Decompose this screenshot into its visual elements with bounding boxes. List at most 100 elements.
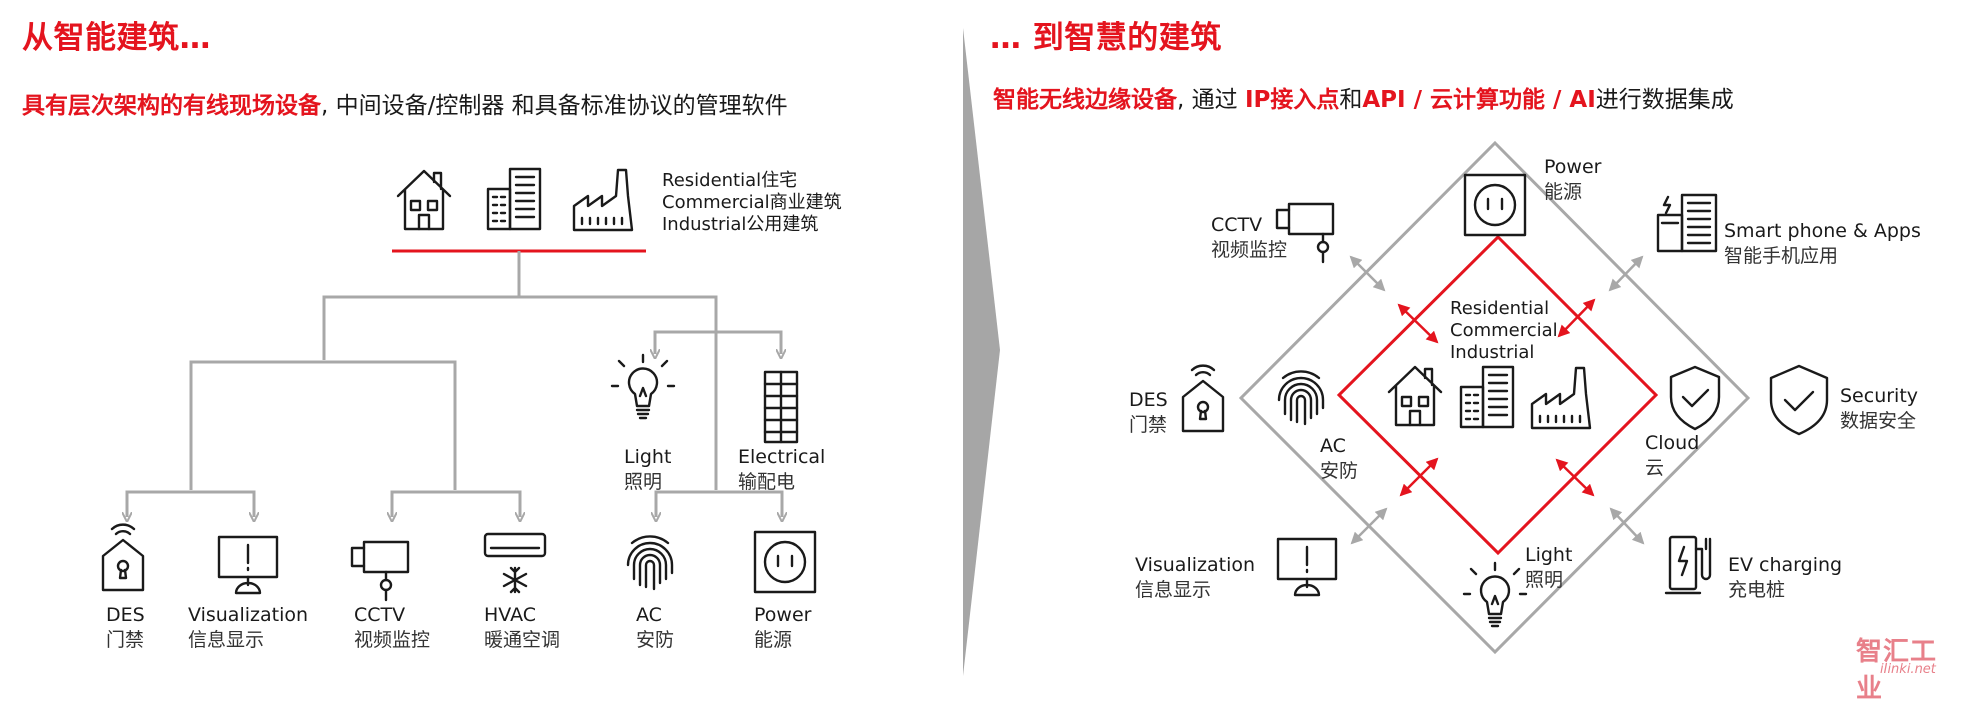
building-industrial: Industrial公用建筑	[662, 214, 819, 235]
r-node-cctv-zh: 视频监控	[1211, 239, 1288, 261]
node-ac-zh: 安防	[636, 629, 675, 651]
r-node-smartphone-zh: 智能手机应用	[1724, 245, 1839, 267]
node-hvac-zh: 暖通空调	[484, 629, 561, 651]
r-node-security: Security 数据安全	[1840, 384, 1918, 434]
r-node-visualization-en: Visualization	[1135, 554, 1256, 576]
center-residential: Residential	[1450, 298, 1550, 319]
node-electrical: Electrical 输配电	[738, 445, 825, 495]
r-node-power-en: Power	[1544, 156, 1602, 178]
access-control-icon-right	[1181, 364, 1225, 433]
right-subtitle-text-2: 和	[1339, 87, 1363, 113]
node-hvac: HVAC 暖通空调	[484, 603, 560, 653]
r-node-des-en: DES	[1129, 389, 1168, 411]
buildings-list: Residential住宅 Commercial商业建筑 Industrial公…	[662, 170, 842, 236]
r-node-cloud-zh: 云	[1645, 457, 1665, 479]
right-subtitle-highlight-1: 智能无线边缘设备	[993, 87, 1177, 113]
left-tree-arrows	[127, 342, 782, 517]
office-building-icon	[486, 167, 542, 231]
r-node-smartphone-en: Smart phone & Apps	[1724, 220, 1921, 242]
center-commercial: Commercial	[1450, 320, 1558, 341]
right-subtitle-highlight-3: API / 云计算功能 / AI	[1362, 87, 1596, 113]
r-node-cctv-en: CCTV	[1211, 214, 1263, 236]
node-power-en: Power	[754, 604, 812, 626]
node-des-zh: 门禁	[106, 629, 145, 651]
factory-icon	[572, 168, 634, 232]
r-node-smartphone: Smart phone & Apps 智能手机应用	[1724, 219, 1921, 269]
r-node-ev: EV charging 充电桩	[1728, 553, 1842, 603]
factory-icon-center	[1530, 366, 1592, 430]
right-subtitle-rest: 进行数据集成	[1595, 87, 1734, 113]
fingerprint-icon-right	[1277, 370, 1325, 426]
r-node-light: Light 照明	[1525, 543, 1572, 593]
r-node-ev-zh: 充电桩	[1728, 579, 1786, 601]
left-subtitle-highlight: 具有层次架构的有线现场设备	[22, 93, 321, 119]
inner-diamond	[1336, 234, 1659, 556]
r-node-light-en: Light	[1525, 544, 1573, 566]
node-des: DES 门禁	[106, 603, 145, 653]
node-des-en: DES	[106, 604, 145, 626]
r-node-cloud-en: Cloud	[1645, 432, 1700, 454]
r-node-des: DES 门禁	[1129, 388, 1168, 438]
watermark-logo: 智汇工业	[1856, 637, 1938, 704]
node-light-en: Light	[624, 446, 672, 468]
access-control-icon	[101, 523, 145, 592]
security-shield-icon	[1769, 364, 1829, 436]
r-node-ev-en: EV charging	[1728, 554, 1843, 576]
right-subtitle: 智能无线边缘设备, 通过 IP接入点和API / 云计算功能 / AI进行数据集…	[993, 80, 1734, 114]
r-node-security-en: Security	[1840, 385, 1919, 407]
node-ac-en: AC	[636, 604, 662, 626]
house-icon	[396, 169, 452, 231]
cctv-camera-icon	[350, 540, 410, 602]
right-subtitle-text-1: , 通过	[1177, 87, 1245, 113]
node-electrical-zh: 输配电	[738, 471, 796, 493]
r-node-power-zh: 能源	[1544, 181, 1583, 203]
r-node-cloud: Cloud 云	[1645, 431, 1699, 481]
light-bulb-icon	[610, 353, 676, 420]
hvac-unit-icon	[483, 532, 547, 594]
light-bulb-icon-right	[1462, 561, 1528, 628]
house-icon-center	[1387, 365, 1443, 427]
cctv-camera-icon-right	[1275, 202, 1335, 264]
node-power-zh: 能源	[754, 629, 793, 651]
right-subtitle-highlight-2: IP接入点	[1244, 87, 1340, 113]
node-cctv-en: CCTV	[354, 604, 406, 626]
node-hvac-en: HVAC	[484, 604, 536, 626]
r-node-security-zh: 数据安全	[1840, 410, 1917, 432]
node-light: Light 照明	[624, 445, 671, 495]
smartphone-building-icon	[1656, 193, 1718, 253]
r-node-ac-zh: 安防	[1320, 460, 1359, 482]
power-outlet-icon-right	[1463, 173, 1527, 237]
r-node-power: Power 能源	[1544, 155, 1601, 205]
r-node-cctv: CCTV 视频监控	[1211, 213, 1287, 263]
node-cctv: CCTV 视频监控	[354, 603, 430, 653]
node-power: Power 能源	[754, 603, 811, 653]
building-residential: Residential住宅	[662, 170, 798, 191]
node-visualization-zh: 信息显示	[188, 629, 265, 651]
diagram-canvas	[101, 28, 1829, 676]
power-outlet-icon	[753, 530, 817, 594]
display-screen-icon	[217, 535, 279, 595]
node-electrical-en: Electrical	[738, 446, 826, 468]
node-light-zh: 照明	[624, 471, 663, 493]
left-tree-lines	[125, 251, 784, 513]
electrical-cabinet-icon	[763, 370, 799, 444]
r-node-ac-en: AC	[1320, 435, 1346, 457]
r-node-ac: AC 安防	[1320, 434, 1358, 484]
r-node-visualization-zh: 信息显示	[1135, 579, 1212, 601]
display-screen-icon-right	[1276, 537, 1338, 597]
center-industrial: Industrial	[1450, 342, 1535, 363]
outer-diamond	[1238, 140, 1751, 655]
red-arrows	[1397, 298, 1596, 497]
left-subtitle-rest: , 中间设备/控制器 和具备标准协议的管理软件	[321, 93, 788, 119]
node-visualization-en: Visualization	[188, 604, 309, 626]
center-buildings-list: Residential Commercial Industrial	[1450, 298, 1558, 364]
r-node-visualization: Visualization 信息显示	[1135, 553, 1255, 603]
building-commercial: Commercial商业建筑	[662, 192, 842, 213]
divider-chevron	[963, 28, 1000, 676]
ev-charger-icon	[1664, 535, 1712, 595]
gray-arrows	[1349, 255, 1645, 545]
cloud-shield-icon	[1669, 365, 1721, 431]
r-node-des-zh: 门禁	[1129, 414, 1168, 436]
left-subtitle: 具有层次架构的有线现场设备, 中间设备/控制器 和具备标准协议的管理软件	[22, 86, 788, 120]
node-ac: AC 安防	[636, 603, 674, 653]
